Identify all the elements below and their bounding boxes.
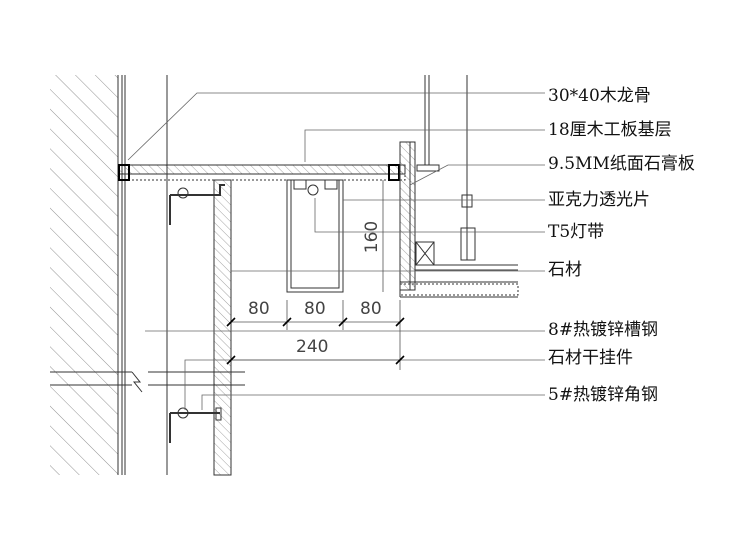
- leader-1: [127, 92, 545, 161]
- label-plywood-base: 18厘木工板基层: [548, 120, 672, 140]
- label-gypsum-board: 9.5MM纸面石膏板: [548, 154, 695, 174]
- right-panel: [399, 141, 416, 291]
- light-box: [286, 179, 344, 293]
- label-angle-steel: 5#热镀锌角钢: [548, 385, 659, 405]
- dim-total: 240: [296, 337, 329, 357]
- leader-8: [184, 359, 545, 410]
- label-acrylic-sheet: 亚克力透光片: [548, 190, 650, 210]
- stone-panel: [213, 179, 232, 476]
- label-stone: 石材: [548, 260, 582, 280]
- leader-3: [409, 164, 545, 186]
- dim-seg-3: 80: [360, 299, 382, 319]
- leader-2: [304, 129, 545, 162]
- dim-height: 160: [362, 220, 383, 254]
- concrete-wall: [50, 75, 118, 475]
- label-stone-hanger: 石材干挂件: [548, 348, 633, 368]
- ceiling-board: [117, 164, 406, 175]
- dim-seg-1: 80: [248, 299, 270, 319]
- break-bar: [50, 371, 245, 393]
- leader-5: [314, 198, 545, 233]
- leader-9: [201, 394, 545, 410]
- dim-seg-2: 80: [304, 299, 326, 319]
- label-t5-light: T5灯带: [548, 222, 605, 242]
- label-channel-steel: 8#热镀锌槽钢: [548, 320, 659, 340]
- label-wood-keel: 30*40木龙骨: [548, 86, 651, 106]
